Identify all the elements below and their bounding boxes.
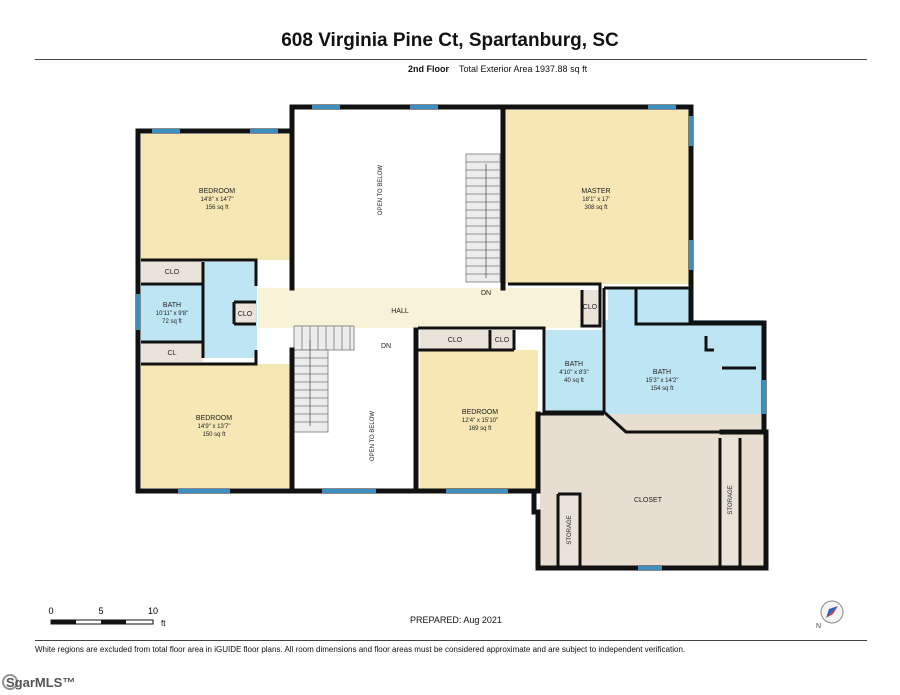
bath-mid-area: 40 sq ft bbox=[564, 378, 584, 384]
total-area: Total Exterior Area 1937.88 sq ft bbox=[459, 64, 588, 74]
clo-mid2-label: CLO bbox=[495, 337, 510, 344]
bedroom-sw-area: 150 sq ft bbox=[202, 432, 225, 438]
cl-left-fill bbox=[141, 342, 203, 362]
open-below-top-label: OPEN TO BELOW bbox=[378, 165, 384, 215]
clo-left-label: CLO bbox=[238, 311, 253, 318]
windows bbox=[136, 105, 766, 570]
closet-label: CLOSET bbox=[634, 497, 663, 504]
master-area: 308 sq ft bbox=[584, 205, 607, 211]
bedroom-mid-fill bbox=[420, 350, 538, 492]
bedroom-sw-name: BEDROOM bbox=[196, 415, 232, 422]
clo-nw-label: CLO bbox=[165, 269, 180, 276]
bath-master-nook-fill bbox=[608, 288, 690, 324]
bedroom-sw-dims: 14'9" x 13'7" bbox=[198, 424, 231, 430]
plan-title: 608 Virginia Pine Ct, Spartanburg, SC bbox=[281, 30, 619, 51]
bath-master-name: BATH bbox=[653, 369, 671, 376]
master-dims: 18'1" x 17' bbox=[582, 197, 609, 203]
bedroom-mid-area: 169 sq ft bbox=[468, 426, 491, 432]
scale-unit: ft bbox=[161, 619, 166, 628]
dn-bottom-label: DN bbox=[381, 343, 391, 350]
bath-left-name: BATH bbox=[163, 302, 181, 309]
clo-mid-fill bbox=[420, 330, 490, 350]
compass-icon: N bbox=[816, 600, 844, 630]
compass-north-label: N bbox=[816, 623, 821, 630]
dn-top-label: DN bbox=[481, 290, 491, 297]
clo-hall-label: CLO bbox=[583, 304, 598, 311]
bedroom-sw-fill bbox=[141, 364, 291, 488]
bedroom-nw-fill bbox=[141, 134, 291, 260]
storage-left-fill bbox=[558, 494, 580, 566]
room-labels: BEDROOM 14'8" x 14'7" 156 sq ft MASTER 1… bbox=[156, 165, 734, 545]
prepared-date: PREPARED: Aug 2021 bbox=[410, 615, 502, 625]
bedroom-mid-name: BEDROOM bbox=[462, 409, 498, 416]
scale-tick-10: 10 bbox=[148, 606, 158, 616]
storage-right-fill bbox=[720, 438, 740, 566]
bath-mid-dims: 4'10" x 8'3" bbox=[559, 370, 589, 376]
bedroom-nw-dims: 14'8" x 14'7" bbox=[201, 197, 234, 203]
stairs-top bbox=[465, 153, 501, 283]
bath-mid-fill bbox=[546, 330, 602, 412]
bedroom-nw-area: 156 sq ft bbox=[205, 205, 228, 211]
clo-mid2-fill bbox=[492, 330, 514, 350]
floor-plan: BEDROOM 14'8" x 14'7" 156 sq ft MASTER 1… bbox=[135, 104, 769, 571]
master-name: MASTER bbox=[581, 188, 610, 195]
clo-left-fill bbox=[234, 302, 256, 324]
hall-fill bbox=[258, 288, 580, 328]
open-below-top-fill bbox=[293, 110, 500, 288]
scale-bar: 0 5 10 ft bbox=[48, 606, 166, 628]
plan-subtitle: 2nd Floor Total Exterior Area 1937.88 sq … bbox=[408, 64, 587, 74]
stairs-bottom bbox=[293, 325, 355, 433]
floor-label: 2nd Floor bbox=[408, 64, 449, 74]
logo-mark-icon bbox=[2, 674, 18, 690]
bath-left-dims: 10'11" x 9'8" bbox=[156, 311, 188, 317]
bedroom-nw-name: BEDROOM bbox=[199, 188, 235, 195]
hall-label: HALL bbox=[391, 308, 409, 315]
clo-nw-fill bbox=[141, 260, 203, 282]
cl-left-label: CL bbox=[168, 350, 177, 357]
bottom-divider bbox=[35, 640, 867, 641]
bath-left-fill bbox=[141, 284, 203, 342]
bath-left-area: 72 sq ft bbox=[162, 319, 182, 325]
open-below-bottom-label: OPEN TO BELOW bbox=[370, 411, 376, 461]
bedroom-mid-dims: 12'4" x 15'10" bbox=[462, 418, 498, 424]
scale-tick-0: 0 bbox=[48, 606, 53, 616]
mls-logo: SgarMLS™ bbox=[0, 672, 90, 695]
top-divider bbox=[35, 59, 867, 60]
storage-right-label: STORAGE bbox=[728, 485, 734, 514]
bath-master-dims: 15'3" x 14'2" bbox=[646, 378, 679, 384]
scale-tick-5: 5 bbox=[98, 606, 103, 616]
interior-walls bbox=[141, 258, 762, 566]
disclaimer-text: White regions are excluded from total fl… bbox=[35, 645, 686, 654]
logo-text: SgarMLS™ bbox=[6, 675, 76, 690]
master-fill bbox=[504, 110, 692, 284]
bath-master-fill bbox=[604, 320, 764, 432]
storage-left-label: STORAGE bbox=[567, 515, 573, 544]
bath-mid-name: BATH bbox=[565, 361, 583, 368]
clo-hall-fill bbox=[582, 290, 600, 324]
clo-mid-label: CLO bbox=[448, 337, 463, 344]
bath-master-area: 154 sq ft bbox=[650, 386, 673, 392]
